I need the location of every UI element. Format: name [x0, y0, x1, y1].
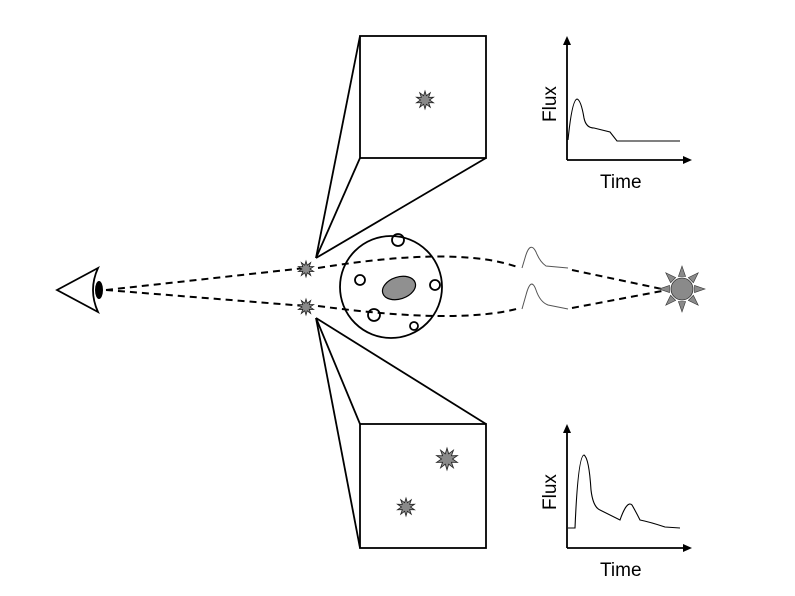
- x-axis-label: Time: [600, 172, 642, 193]
- star-icon: [435, 446, 459, 472]
- y-axis-label: Flux: [540, 474, 561, 510]
- planet: [429, 279, 441, 291]
- light-curve-plot-top: Time Flux: [540, 36, 692, 193]
- star-icon: [396, 496, 416, 518]
- planet: [391, 233, 405, 247]
- sun-ray: [677, 301, 687, 313]
- x-axis-label: Time: [600, 560, 642, 581]
- eye-icon: [55, 265, 103, 315]
- star-shape: [297, 259, 315, 279]
- sun-ray: [665, 272, 677, 284]
- planet: [367, 308, 381, 322]
- zoom-box-bottom: [315, 317, 487, 549]
- sun-ray: [687, 272, 699, 284]
- light-paths: [105, 255, 663, 318]
- sun-ray: [677, 265, 687, 277]
- sun-ray: [665, 294, 677, 306]
- zoom-box-top: [315, 35, 487, 259]
- sun-ray: [694, 284, 706, 294]
- path-light-curves: [521, 246, 569, 310]
- sun-icon: [658, 265, 706, 313]
- star-icon: [297, 259, 315, 279]
- sun-ray: [658, 284, 670, 294]
- lens-star: [381, 275, 417, 301]
- lens-system: [339, 233, 443, 339]
- star-shape: [396, 496, 416, 518]
- star-icon: [415, 89, 435, 111]
- sun-ray: [687, 294, 699, 306]
- sun-disc: [670, 277, 694, 301]
- planet: [409, 321, 419, 331]
- star-icon: [297, 297, 315, 317]
- star-shape: [297, 297, 315, 317]
- star-shape: [415, 89, 435, 111]
- y-axis-label: Flux: [540, 86, 561, 122]
- light-curve-plot-bottom: Time Flux: [540, 424, 692, 581]
- star-shape: [435, 446, 459, 472]
- planet: [354, 274, 366, 286]
